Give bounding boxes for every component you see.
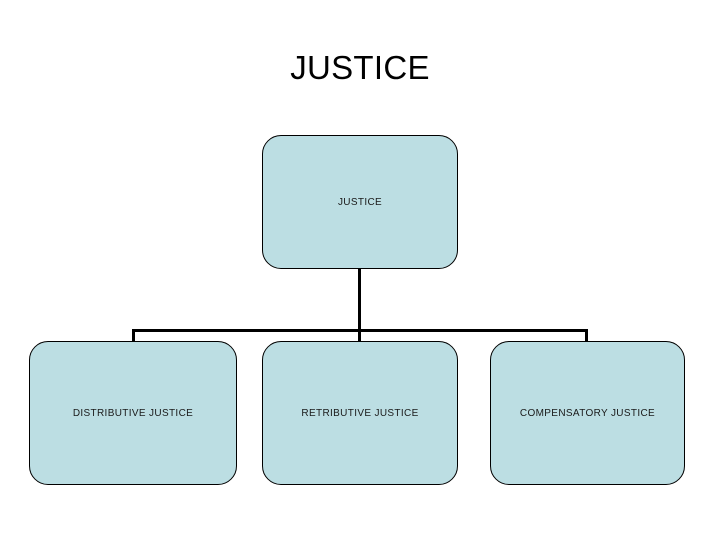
node-compensatory-justice[interactable]: COMPENSATORY JUSTICE — [490, 341, 685, 485]
page-title: JUSTICE — [290, 49, 430, 86]
node-label-compensatory-justice: COMPENSATORY JUSTICE — [519, 407, 656, 419]
connector-drop-compensatory — [585, 329, 588, 343]
connector-drop-distributive — [132, 329, 135, 343]
node-label-distributive-justice: DISTRIBUTIVE JUSTICE — [72, 407, 194, 419]
node-label-justice-root: JUSTICE — [337, 196, 383, 208]
node-label-retributive-justice: RETRIBUTIVE JUSTICE — [301, 407, 419, 419]
node-retributive-justice[interactable]: RETRIBUTIVE JUSTICE — [262, 341, 458, 485]
node-justice-root[interactable]: JUSTICE — [262, 135, 458, 269]
connector-root-trunk — [358, 266, 361, 332]
connector-drop-retributive — [358, 329, 361, 343]
node-distributive-justice[interactable]: DISTRIBUTIVE JUSTICE — [29, 341, 237, 485]
